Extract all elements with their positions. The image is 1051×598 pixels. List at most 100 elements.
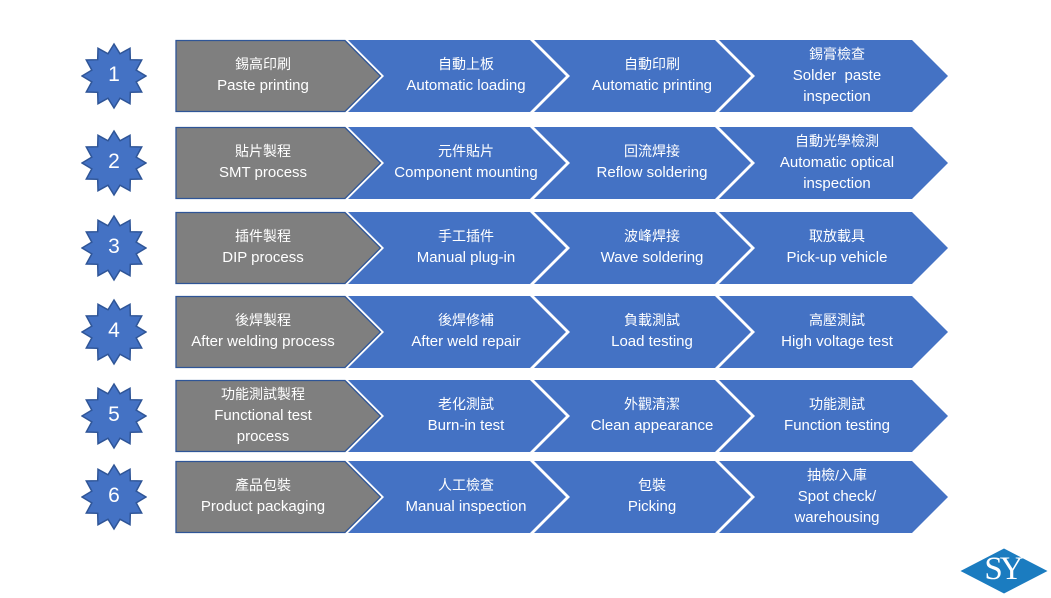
step-label-zh: 自動上板	[438, 56, 494, 73]
step-label-en: Reflow soldering	[596, 164, 708, 182]
starburst-icon	[81, 214, 147, 282]
process-row-1: 1 錫高印刷 Paste printing 自動上板 Automatic loa…	[81, 39, 950, 113]
category-label-zh: 錫高印刷	[235, 56, 291, 73]
step-label-zh: 元件貼片	[438, 143, 494, 160]
step-label-zh: 人工檢查	[438, 477, 494, 494]
step-label-en: After weld repair	[411, 333, 521, 351]
process-row-4: 4 後焊製程 After welding process 後焊修補 After …	[81, 295, 950, 369]
step-arrow: 負載測試 Load testing	[566, 295, 738, 369]
step-label-en: Function testing	[784, 417, 890, 435]
category-label-zh: 插件製程	[235, 228, 291, 245]
step-arrow: 人工檢查 Manual inspection	[380, 460, 552, 534]
step-arrow: 自動光學檢測 Automatic optical inspection	[751, 126, 923, 200]
step-label-zh: 手工插件	[438, 228, 494, 245]
step-label-en: Solder paste inspection	[792, 66, 882, 105]
category-box: 功能測試製程 Functional test process	[177, 379, 349, 453]
step-label-en: Automatic printing	[591, 77, 713, 95]
category-label-en: Paste printing	[217, 77, 309, 95]
category-label-zh: 貼片製程	[235, 143, 291, 160]
step-number-badge: 6	[81, 461, 147, 533]
starburst-icon	[81, 298, 147, 366]
step-label-zh: 取放載具	[809, 228, 865, 245]
step-number: 4	[108, 319, 120, 342]
step-arrow: 元件貼片 Component mounting	[380, 126, 552, 200]
starburst-icon	[81, 382, 147, 450]
step-label-zh: 老化測試	[438, 396, 494, 413]
process-strip: 後焊製程 After welding process 後焊修補 After we…	[175, 295, 950, 369]
category-box: 錫高印刷 Paste printing	[177, 39, 349, 113]
step-label-zh: 高壓測試	[809, 312, 865, 329]
category-label-en: Product packaging	[200, 498, 326, 516]
step-number-badge: 2	[81, 127, 147, 199]
step-label-en: Pick-up vehicle	[786, 249, 888, 267]
step-arrow: 自動上板 Automatic loading	[380, 39, 552, 113]
step-label-en: Load testing	[611, 333, 693, 351]
step-arrow: 回流焊接 Reflow soldering	[566, 126, 738, 200]
arrow-shapes	[175, 379, 948, 453]
step-number: 3	[108, 235, 120, 258]
step-arrow: 老化測試 Burn-in test	[380, 379, 552, 453]
step-label-zh: 自動光學檢測	[795, 132, 879, 149]
arrow-shapes	[175, 126, 948, 200]
starburst-icon	[81, 463, 147, 531]
logo-text: SY	[984, 551, 1023, 587]
step-arrow: 後焊修補 After weld repair	[380, 295, 552, 369]
step-arrow: 高壓測試 High voltage test	[751, 295, 923, 369]
step-label-zh: 回流焊接	[624, 143, 680, 160]
step-arrow: 包裝 Picking	[566, 460, 738, 534]
step-label-zh: 波峰焊接	[624, 228, 680, 245]
step-label-zh: 後焊修補	[438, 312, 494, 329]
step-label-zh: 包裝	[638, 477, 666, 494]
arrow-shapes	[175, 460, 948, 534]
step-number-badge: 3	[81, 212, 147, 284]
step-number-badge: 4	[81, 296, 147, 368]
step-label-en: Automatic optical inspection	[779, 153, 895, 192]
step-label-zh: 負載測試	[624, 312, 680, 329]
category-label-en: SMT process	[218, 164, 308, 182]
starburst-icon	[81, 42, 147, 110]
step-label-en: High voltage test	[781, 333, 893, 351]
category-label-en: Functional test process	[214, 406, 312, 445]
process-strip: 產品包裝 Product packaging 人工檢查 Manual inspe…	[175, 460, 950, 534]
arrow-shapes	[175, 39, 948, 113]
process-row-5: 5 功能測試製程 Functional test process 老化測試 Bu…	[81, 379, 950, 453]
step-number-badge: 1	[81, 40, 147, 112]
process-strip: 功能測試製程 Functional test process 老化測試 Burn…	[175, 379, 950, 453]
step-number: 2	[108, 150, 120, 173]
step-label-en: Spot check/ warehousing	[794, 487, 880, 526]
step-label-zh: 外觀清潔	[624, 396, 680, 413]
category-label-zh: 功能測試製程	[221, 385, 305, 402]
step-number: 1	[108, 63, 120, 86]
step-arrow: 外觀清潔 Clean appearance	[566, 379, 738, 453]
category-box: 插件製程 DIP process	[177, 211, 349, 285]
step-arrow: 取放載具 Pick-up vehicle	[751, 211, 923, 285]
step-label-en: Picking	[627, 498, 677, 516]
process-row-6: 6 產品包裝 Product packaging 人工檢查 Manual ins…	[81, 460, 950, 534]
step-label-en: Wave soldering	[600, 249, 704, 267]
step-number: 5	[108, 403, 120, 426]
step-label-en: Component mounting	[394, 164, 538, 182]
step-arrow: 波峰焊接 Wave soldering	[566, 211, 738, 285]
step-number: 6	[108, 484, 120, 507]
company-logo: SY	[960, 548, 1048, 594]
step-label-en: Burn-in test	[427, 417, 505, 435]
process-strip: 貼片製程 SMT process 元件貼片 Component mounting…	[175, 126, 950, 200]
process-strip: 錫高印刷 Paste printing 自動上板 Automatic loadi…	[175, 39, 950, 113]
step-label-zh: 自動印刷	[624, 56, 680, 73]
step-label-en: Automatic loading	[406, 77, 526, 95]
starburst-icon	[81, 129, 147, 197]
step-label-zh: 功能測試	[809, 396, 865, 413]
step-label-zh: 錫膏檢查	[809, 45, 865, 62]
arrow-shapes	[175, 211, 948, 285]
step-label-en: Clean appearance	[590, 417, 714, 435]
process-row-3: 3 插件製程 DIP process 手工插件 Manual plug-in 波…	[81, 211, 950, 285]
category-label-zh: 後焊製程	[235, 312, 291, 329]
category-box: 後焊製程 After welding process	[177, 295, 349, 369]
step-arrow: 自動印刷 Automatic printing	[566, 39, 738, 113]
category-label-zh: 產品包裝	[235, 477, 291, 494]
step-arrow: 手工插件 Manual plug-in	[380, 211, 552, 285]
step-number-badge: 5	[81, 380, 147, 452]
step-label-en: Manual inspection	[405, 498, 527, 516]
category-box: 貼片製程 SMT process	[177, 126, 349, 200]
category-label-en: After welding process	[191, 333, 335, 351]
